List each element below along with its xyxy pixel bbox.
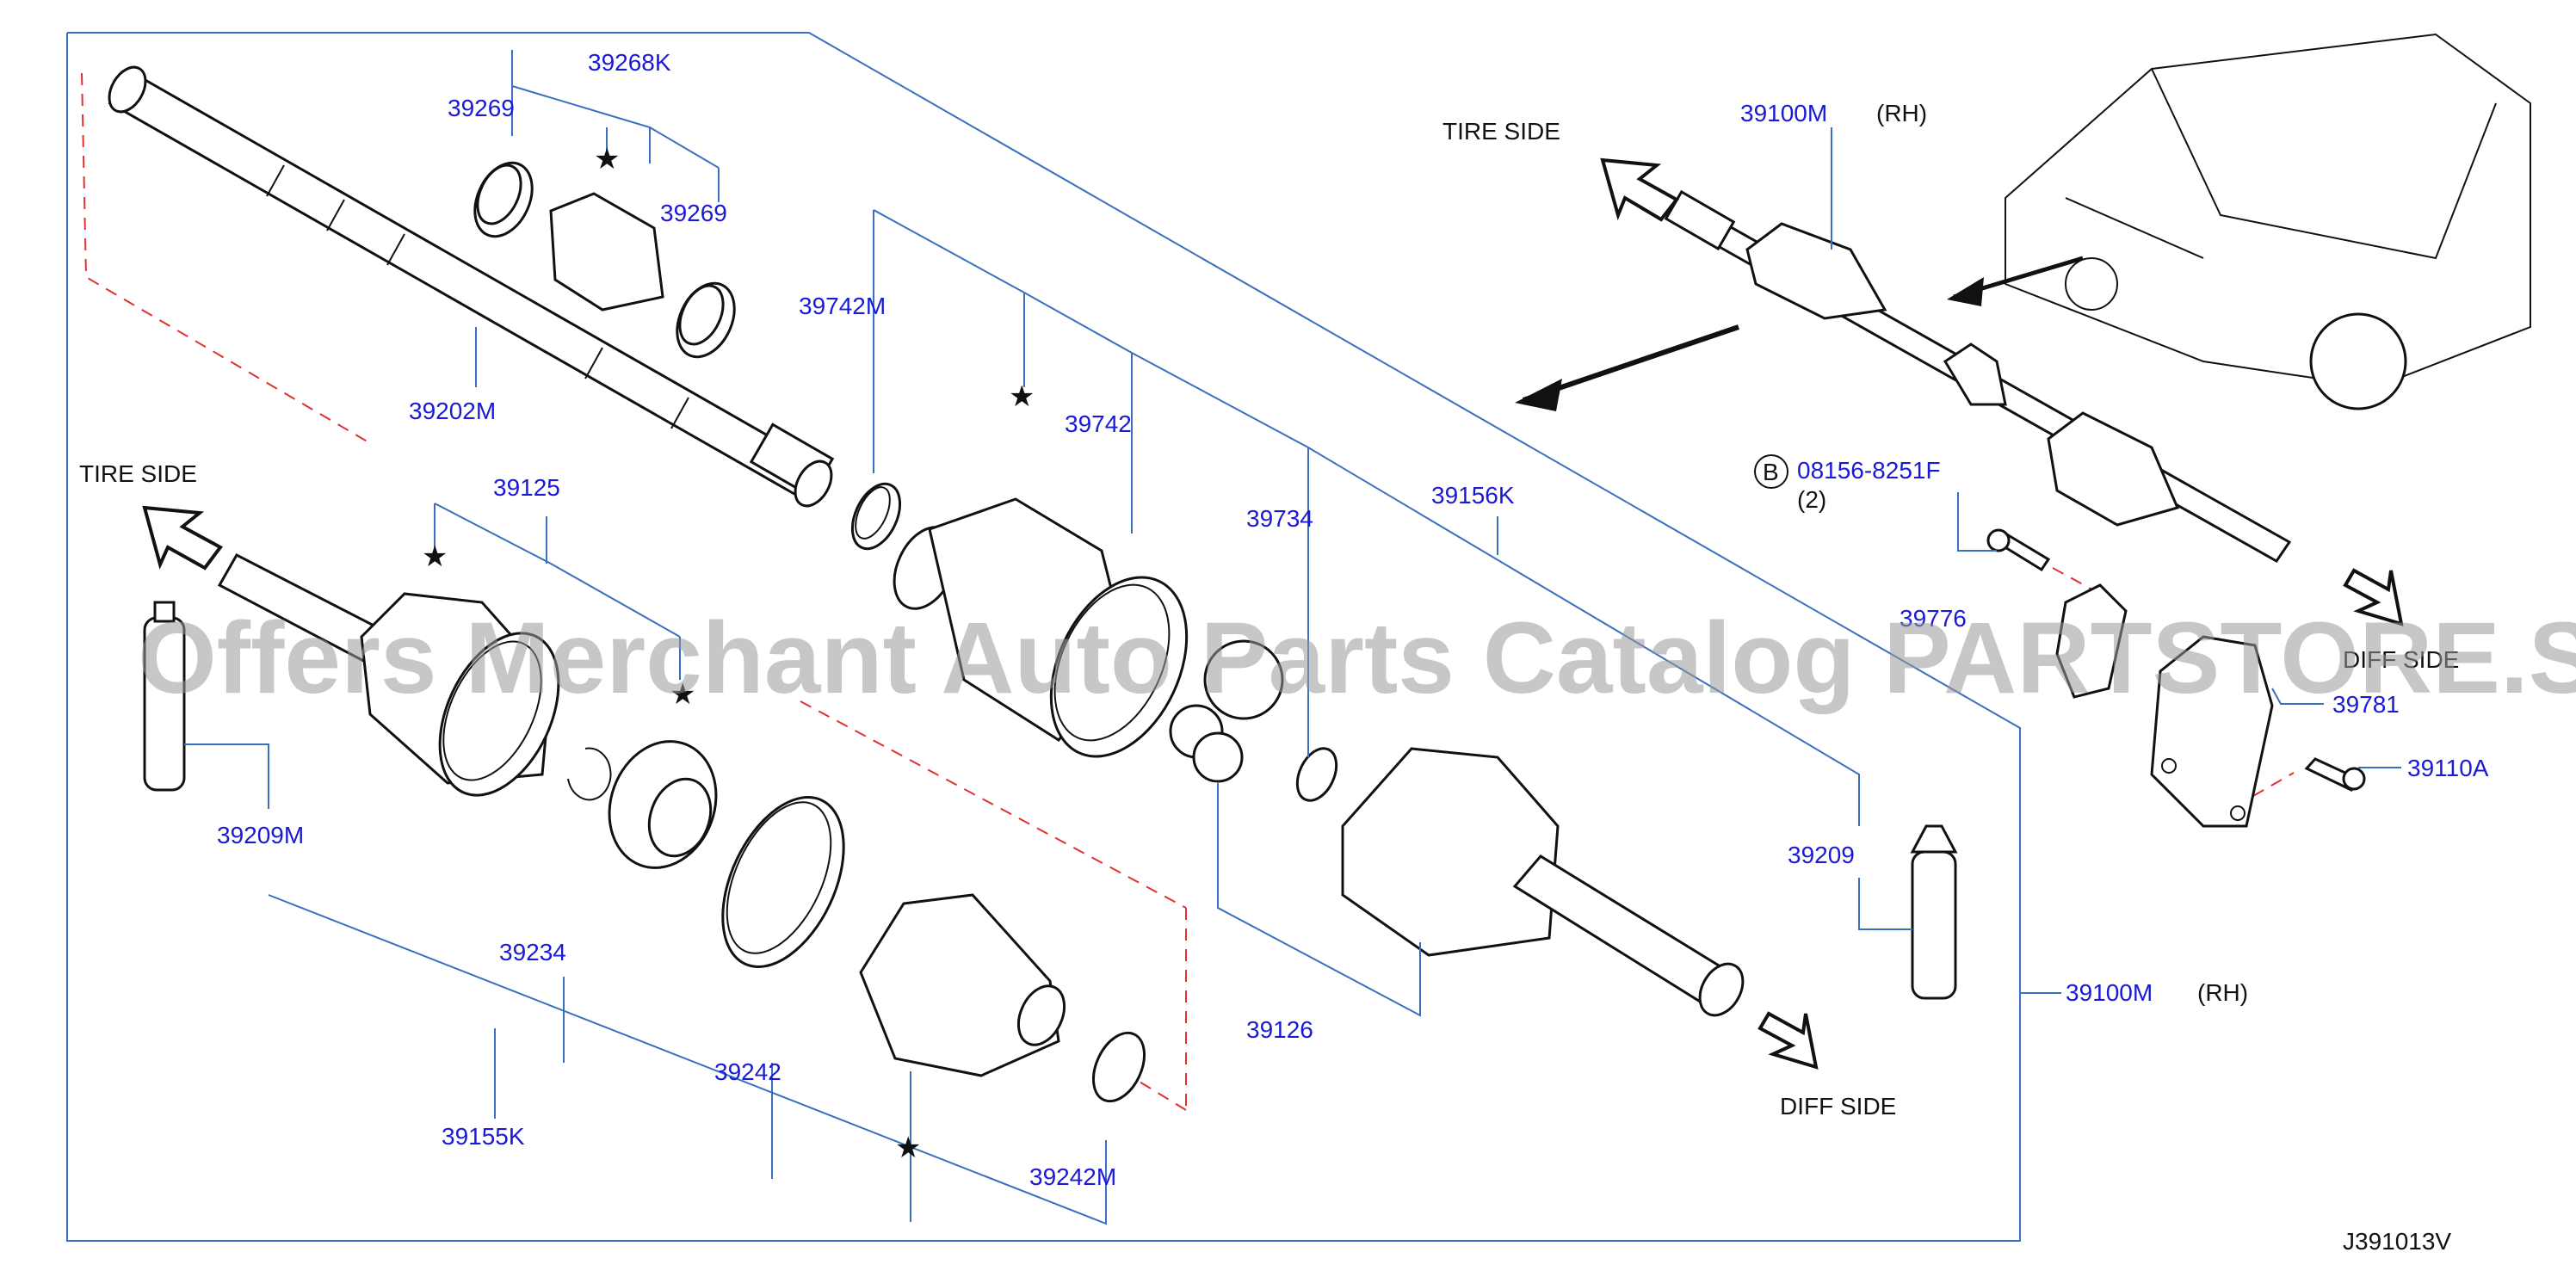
tripod-joint-39734 [1169,639,1338,802]
part-39234: 39234 [499,939,566,965]
part-39209: 39209 [1788,842,1855,868]
bolt-39110A [2304,757,2366,792]
part-39742M: 39742M [799,293,886,319]
label-diff-side-right: DIFF SIDE [2343,646,2459,673]
label-diff-side-bottom: DIFF SIDE [1780,1093,1896,1120]
label-tire-side-left: TIRE SIDE [79,460,197,487]
grease-tube-39209 [1910,824,1958,1000]
leader-lines [184,50,2401,1225]
label-rh-bottom: (RH) [2197,979,2248,1006]
gasket-39776 [2055,583,2128,699]
hidden-line-bolt [2252,772,2295,797]
part-39242M: 39242M [1029,1163,1116,1190]
ball-cage [608,740,718,869]
part-39125: 39125 [493,474,560,501]
diagram-code: J391013V [2343,1228,2451,1255]
diff-side-arrow-right [2343,568,2404,626]
bolt-08156 [1986,528,2051,572]
part-39202M: 39202M [409,398,496,424]
direction-arrows [1515,256,2084,411]
hidden-line-upper [81,72,371,444]
part-39126: 39126 [1246,1016,1313,1043]
part-39155K: 39155K [442,1123,525,1150]
part-39269-right: 39269 [660,200,727,226]
star-marker-5: ★ [895,1131,921,1165]
star-marker-2: ★ [1009,379,1035,414]
part-39734: 39734 [1246,505,1313,532]
bolt-marker-circle [1754,454,1788,489]
vehicle-sketch [2005,33,2531,410]
inner-housing-39126 [1341,747,1745,1017]
boot-kit-39268K [473,161,736,359]
assembly-frame [66,32,2021,1242]
part-39209M: 39209M [217,822,304,848]
part-39110A: 39110A [2407,755,2489,781]
label-rh-top: (RH) [1876,100,1927,126]
band-39242M [1091,1031,1146,1103]
tire-side-arrow-top [1600,157,1680,222]
band-39242 [721,796,845,968]
part-39156K: 39156K [1431,482,1515,509]
star-marker-4: ★ [670,677,695,712]
circlip-39234 [567,747,612,801]
part-39742: 39742 [1065,410,1132,437]
part-39100M-bottom: 39100M [2066,979,2153,1006]
part-39242: 39242 [714,1058,781,1085]
bracket-39781 [2150,635,2274,828]
bolt-marker-letter: B [1763,459,1779,485]
outer-joint-39155K [217,553,560,797]
part-39269-left: 39269 [448,95,515,121]
tire-side-arrow-left [142,505,223,571]
part-39781: 39781 [2332,691,2400,718]
label-bolt-qty: (2) [1797,486,1826,513]
label-tire-side-top: TIRE SIDE [1442,118,1560,145]
part-39100M-top: 39100M [1740,100,1827,126]
star-marker-1: ★ [594,142,620,176]
boot-39742 [893,497,1189,758]
part-08156-8251F: 08156-8251F [1797,457,1941,484]
part-39776: 39776 [1900,605,1967,632]
assembled-shaft-39100M [1664,189,2292,563]
diff-side-arrow-bottom [1757,1011,1819,1070]
grease-tube-39209M [143,601,186,792]
star-marker-3: ★ [422,540,448,574]
boot-lower [859,893,1060,1077]
watermark: Offers Merchant Auto Parts Catalog PARTS… [138,601,2576,715]
part-39268K: 39268K [588,49,671,76]
shaft-39202M [108,65,835,508]
hidden-line-lower-1 [800,700,1187,909]
